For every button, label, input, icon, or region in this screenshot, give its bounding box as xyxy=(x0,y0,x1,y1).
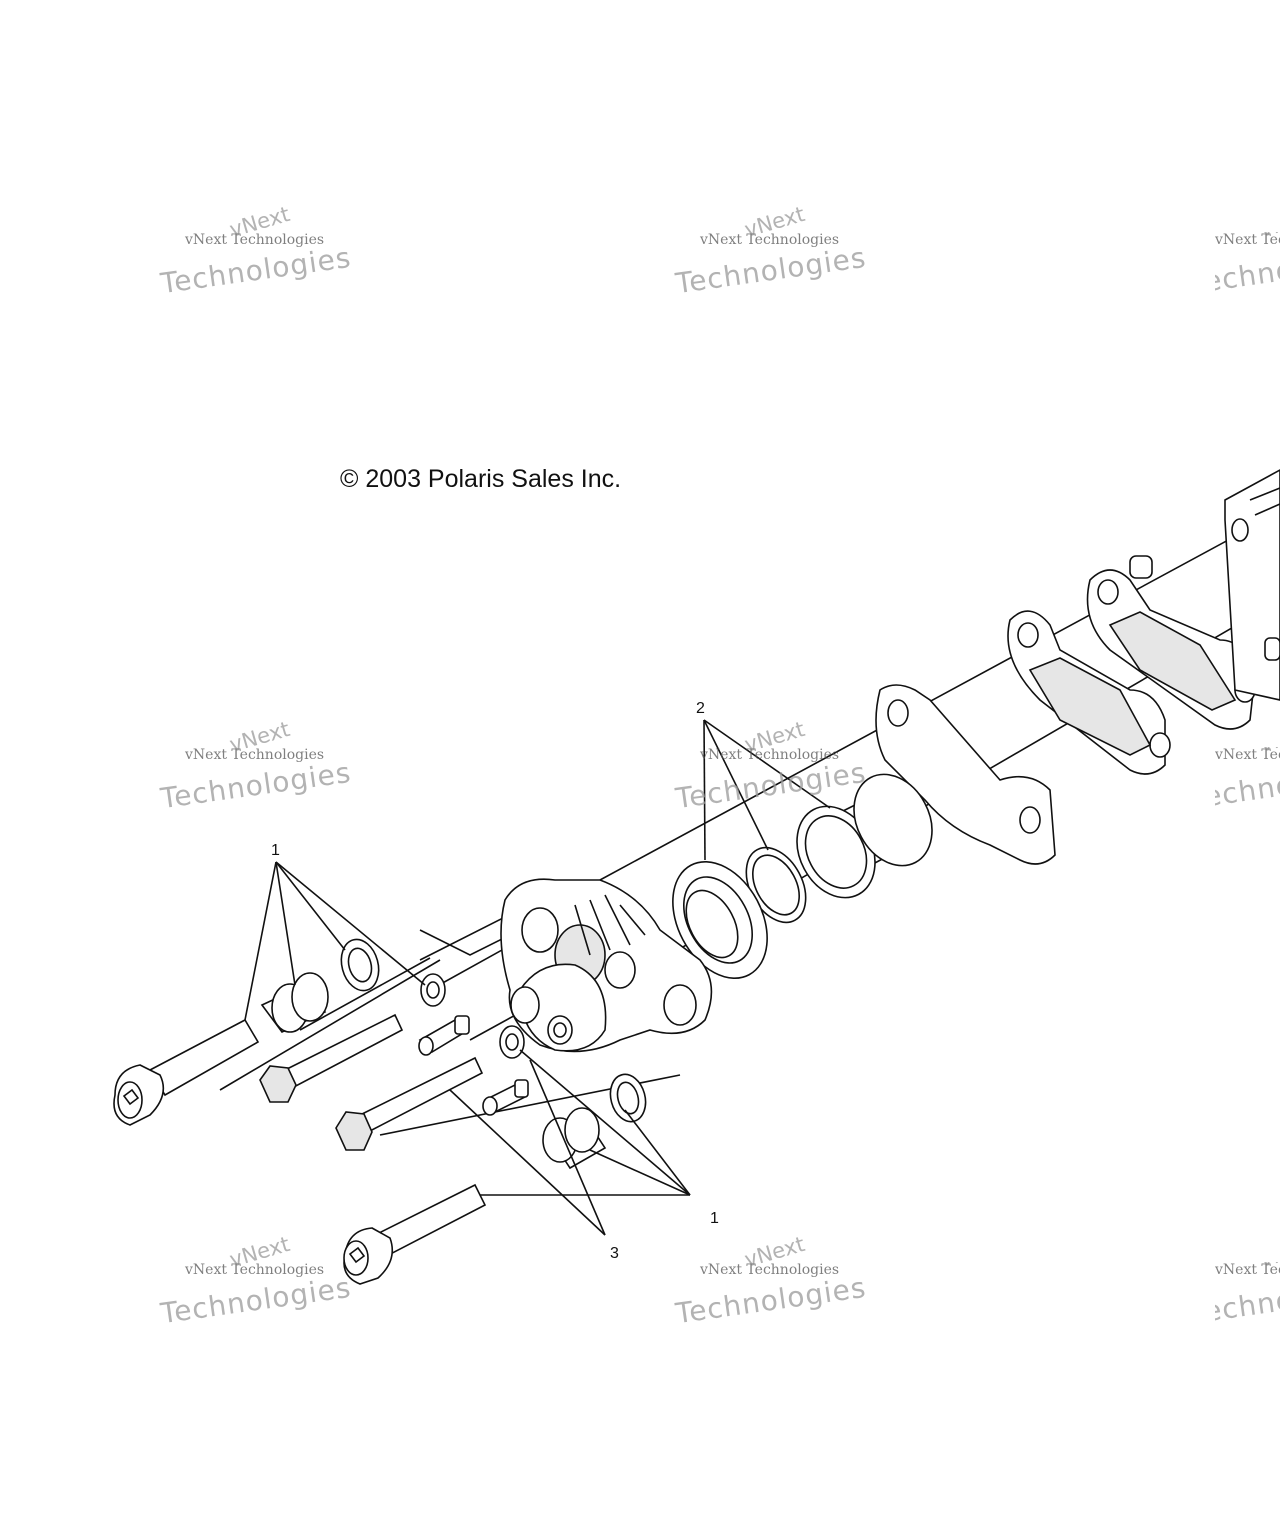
brake-pads xyxy=(1007,569,1256,775)
washers xyxy=(420,973,525,1059)
hex-bolts xyxy=(259,1013,484,1151)
o-rings xyxy=(340,938,647,1123)
bleeder-screws xyxy=(418,1015,529,1116)
callout-leaders xyxy=(244,719,831,1236)
callout-2: 2 xyxy=(696,700,705,717)
callout-3: 3 xyxy=(610,1245,619,1262)
copyright-notice: © 2003 Polaris Sales Inc. xyxy=(340,465,622,493)
guide-pins xyxy=(113,1018,487,1285)
bushings xyxy=(260,972,607,1170)
piston xyxy=(796,773,933,899)
caliper-inner-housing xyxy=(500,878,713,1053)
callout-1-top: 1 xyxy=(271,842,280,859)
caliper-outer-housing xyxy=(1129,469,1280,701)
dust-boot xyxy=(672,861,768,979)
callout-1-bottom: 1 xyxy=(710,1210,719,1227)
mounting-bracket xyxy=(875,684,1056,865)
